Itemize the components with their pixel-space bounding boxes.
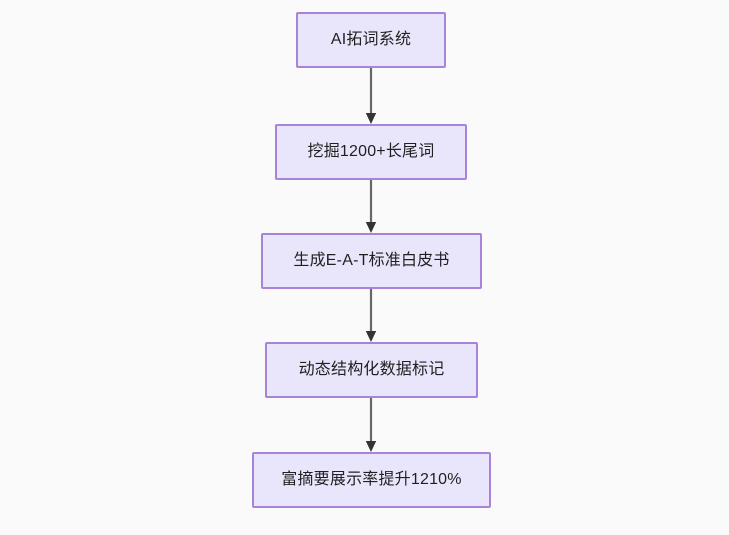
flow-edge-node3-to-node4 [365, 398, 377, 452]
flow-edge-node1-to-node2 [365, 180, 377, 233]
flow-node-label: AI拓词系统 [330, 31, 412, 48]
flow-node-mine-longtail-keywords[interactable]: 挖掘1200+长尾词 [275, 124, 467, 180]
flow-edge-node0-to-node1 [365, 68, 377, 124]
flow-node-generate-eat-whitepaper[interactable]: 生成E-A-T标准白皮书 [261, 233, 482, 289]
flow-node-ai-keyword-system[interactable]: AI拓词系统 [296, 12, 446, 68]
flow-node-dynamic-structured-data[interactable]: 动态结构化数据标记 [265, 342, 478, 398]
flow-edge-node2-to-node3 [365, 289, 377, 342]
flow-node-rich-snippet-uplift[interactable]: 富摘要展示率提升1210% [252, 452, 491, 508]
flow-node-label: 挖掘1200+长尾词 [307, 143, 435, 160]
flow-node-label: 富摘要展示率提升1210% [281, 471, 462, 488]
flow-node-label: 生成E-A-T标准白皮书 [293, 252, 450, 269]
flow-node-label: 动态结构化数据标记 [298, 361, 445, 378]
